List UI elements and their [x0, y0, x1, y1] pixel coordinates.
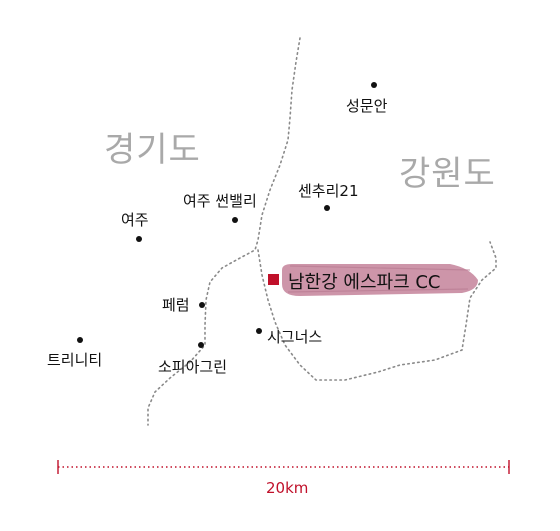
place-label-yeoju-sunvalley: 여주 썬밸리: [183, 192, 257, 210]
scale-label: 20km: [266, 479, 309, 497]
place-label-yeoju: 여주: [121, 211, 149, 229]
place-dot-yeoju-sunvalley: [232, 217, 238, 223]
place-dot-seongmunan: [371, 82, 377, 88]
place-label-seongmunan: 성문안: [346, 97, 388, 115]
highlight-brush-edge: [287, 265, 471, 293]
place-label-centurion21: 센추리21: [298, 182, 359, 200]
place-label-signus: 시그너스: [267, 328, 323, 346]
county-border: [257, 241, 497, 381]
highlight-label: 남한강 에스파크 CC: [288, 272, 441, 293]
highlight-brush: [282, 264, 478, 296]
region-label-gangwon: 강원도: [399, 154, 496, 194]
place-label-sophiagreen: 소피아그린: [158, 358, 228, 376]
place-label-ferum: 페럼: [162, 296, 190, 314]
place-dot-sophiagreen: [198, 342, 204, 348]
place-label-trinity: 트리니티: [47, 351, 103, 369]
place-dot-ferum: [199, 302, 205, 308]
place-dot-trinity: [77, 337, 83, 343]
region-label-gyeonggi: 경기도: [104, 130, 201, 170]
place-dot-centurion21: [324, 205, 330, 211]
highlight-marker: [268, 274, 279, 285]
place-dot-yeoju: [136, 236, 142, 242]
place-dot-signus: [256, 328, 262, 334]
province-border: [147, 37, 301, 426]
